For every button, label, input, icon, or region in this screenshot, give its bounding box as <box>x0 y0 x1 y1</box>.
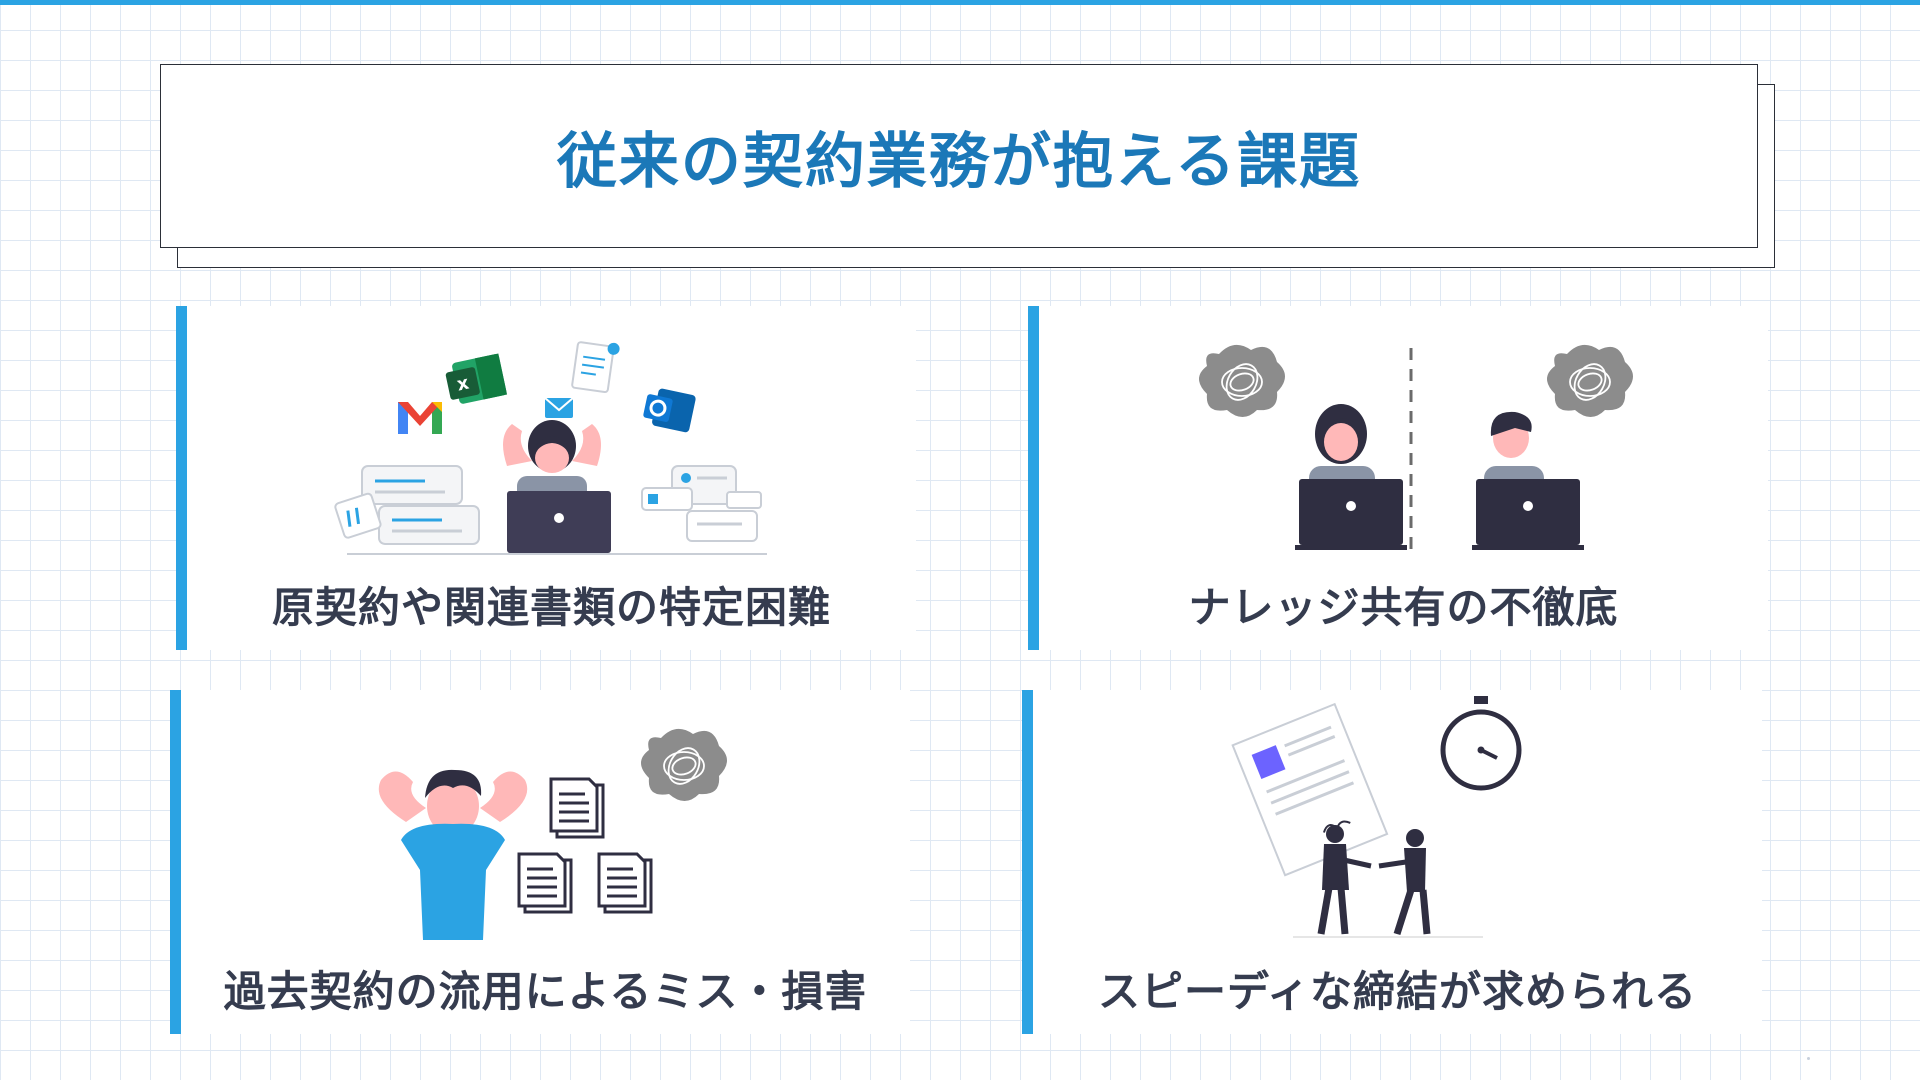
handshake-figures <box>1293 825 1483 938</box>
worker-figure <box>503 420 601 506</box>
paper-sheet-small <box>334 492 382 539</box>
card-document-difficulty: x <box>176 306 916 650</box>
card-accent-bar <box>176 306 187 650</box>
card-label: 過去契約の流用によるミス・損害 <box>223 967 868 1016</box>
chat-bubble-left-top <box>361 465 463 505</box>
card-speedy-contract: スピーディな締結が求められる <box>1022 690 1762 1034</box>
mail-icon <box>544 397 574 418</box>
card-accent-bar <box>170 690 181 1034</box>
card-accent-bar <box>1022 690 1033 1034</box>
excel-icon: x <box>445 353 508 404</box>
card-label: 原契約や関連書類の特定困難 <box>271 583 831 632</box>
document-icon <box>571 341 620 394</box>
page-title: 従来の契約業務が抱える課題 <box>556 126 1362 197</box>
stressed-man-figure <box>378 769 528 940</box>
title-box: 従来の契約業務が抱える課題 <box>160 64 1758 248</box>
chat-bubble-left-bottom <box>378 505 480 545</box>
stopwatch-icon <box>1440 696 1522 791</box>
top-accent-bar <box>0 0 1920 5</box>
thought-cloud-icon <box>1199 344 1285 417</box>
document-icon <box>549 777 605 839</box>
laptop-icon <box>347 491 767 555</box>
thought-cloud-icon <box>1547 344 1633 417</box>
card-label: ナレッジ共有の不徹底 <box>1188 583 1619 632</box>
ui-window-right <box>641 465 762 542</box>
card-knowledge-sharing: ナレッジ共有の不徹底 <box>1028 306 1768 650</box>
card-label: スピーディな締結が求められる <box>1097 967 1698 1016</box>
gmail-icon <box>398 402 442 434</box>
card-accent-bar <box>1028 306 1039 650</box>
illustration-stressed-man <box>181 690 910 940</box>
illustration-isolated-workers <box>1039 306 1768 556</box>
laptop-icon <box>1472 479 1584 550</box>
outlook-icon <box>643 388 696 433</box>
contract-document-icon <box>1231 702 1389 877</box>
illustration-overwhelmed-worker: x <box>187 306 916 556</box>
corner-dot <box>1807 1057 1810 1060</box>
svg-text:x: x <box>455 372 471 395</box>
thought-cloud-icon <box>641 728 727 801</box>
document-icon <box>517 852 573 914</box>
document-icon <box>597 852 653 914</box>
card-reuse-mistakes: 過去契約の流用によるミス・損害 <box>170 690 910 1034</box>
laptop-icon <box>1295 479 1407 550</box>
illustration-handshake-contract <box>1033 690 1762 940</box>
